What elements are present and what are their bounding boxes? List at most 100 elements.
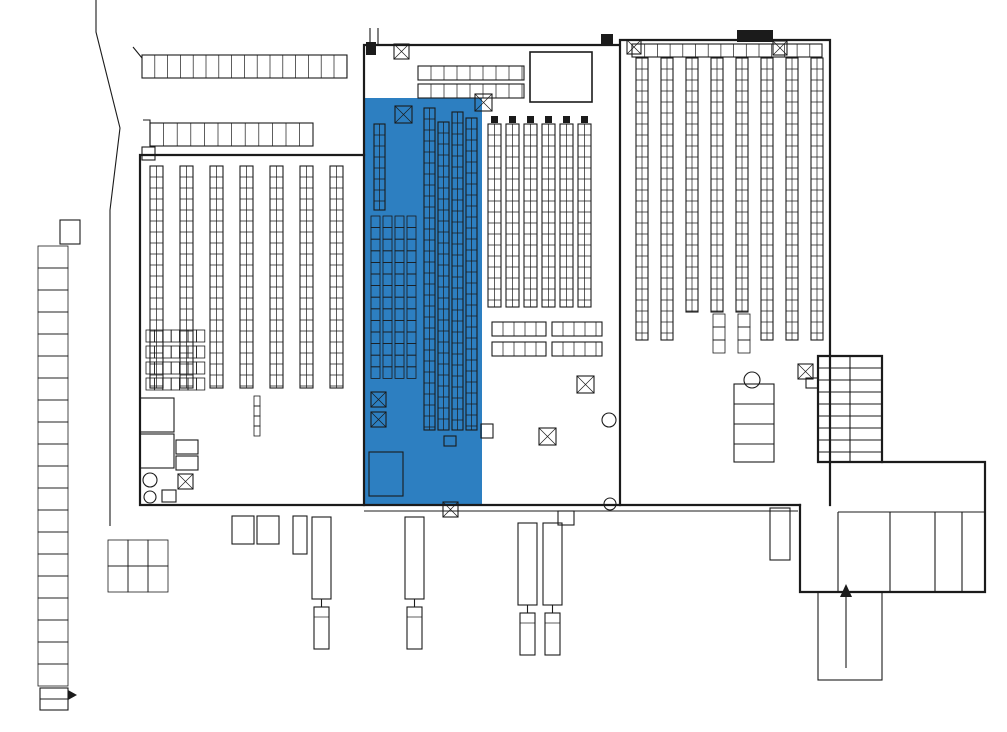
storage-rack xyxy=(179,165,194,389)
storage-rack xyxy=(141,54,348,79)
storage-rack xyxy=(551,341,603,357)
storage-rack xyxy=(417,65,525,81)
cell-grid xyxy=(253,395,261,437)
solid-fixtures xyxy=(366,30,773,123)
site-boundary-line xyxy=(95,0,121,526)
solid-block-icon xyxy=(366,42,376,55)
circle-fixture-icon xyxy=(601,412,617,428)
cell-grid xyxy=(737,313,751,354)
crossed-box-icon xyxy=(797,363,814,380)
storage-rack xyxy=(299,165,314,389)
top-plant-room xyxy=(529,51,593,103)
storage-racks-vertical xyxy=(149,57,824,431)
small-cabinet xyxy=(443,435,457,447)
gatehouse xyxy=(39,687,69,711)
office-partitions xyxy=(837,511,985,592)
storage-rack xyxy=(577,123,592,308)
dock-door xyxy=(231,515,255,545)
solid-block-icon xyxy=(491,116,498,123)
storage-rack xyxy=(635,57,649,341)
crossed-box-icon xyxy=(370,411,387,428)
cell-grid xyxy=(406,215,417,379)
storage-rack xyxy=(505,123,520,308)
small-room xyxy=(480,423,494,439)
storage-rack xyxy=(660,57,674,341)
utility-room xyxy=(139,433,175,469)
dock-bay-right xyxy=(769,507,791,561)
storage-rack xyxy=(491,341,547,357)
storage-rack xyxy=(487,123,502,308)
cell-grid xyxy=(394,215,405,379)
circle-symbols xyxy=(142,371,761,511)
crossed-box-icon xyxy=(772,40,788,56)
cell-grid xyxy=(712,313,726,354)
storage-rack xyxy=(149,165,164,389)
truck xyxy=(404,516,425,650)
storage-rack xyxy=(541,123,556,308)
storage-rack xyxy=(631,43,823,58)
ramp xyxy=(817,591,883,681)
room-block-right xyxy=(733,383,775,463)
room-dividers-right xyxy=(734,403,774,445)
crossed-box-icon xyxy=(394,105,413,124)
stair-treads xyxy=(818,367,882,453)
corner-block xyxy=(141,146,156,161)
storage-rack xyxy=(373,123,386,211)
solid-block-icon xyxy=(581,116,588,123)
cell-grid xyxy=(37,245,69,687)
crossed-box-symbols xyxy=(177,39,814,518)
storage-rack xyxy=(269,165,284,389)
storage-rack xyxy=(551,321,603,337)
trucks xyxy=(311,516,563,656)
solid-block-icon xyxy=(545,116,552,123)
gate-marker-icon xyxy=(68,690,77,700)
equipment-cabinet xyxy=(175,439,199,455)
walls xyxy=(138,38,987,594)
storage-rack xyxy=(685,57,699,313)
storage-rack xyxy=(149,122,314,147)
truck xyxy=(517,522,538,656)
storage-rack xyxy=(239,165,254,389)
fixtures xyxy=(37,30,882,687)
storage-rack xyxy=(710,57,724,313)
crossed-box-icon xyxy=(576,375,595,394)
circle-fixture-icon xyxy=(143,490,157,504)
crossed-box-icon xyxy=(474,93,493,112)
highlighted-zone-fill[interactable] xyxy=(364,98,482,504)
storage-rack xyxy=(437,121,450,431)
storage-rack xyxy=(209,165,224,389)
crossed-box-icon xyxy=(538,427,557,446)
ramp-arrow-head-icon xyxy=(840,584,852,597)
storage-rack xyxy=(451,111,464,431)
storage-rack xyxy=(760,57,774,341)
crossed-box-icon xyxy=(626,39,642,55)
circle-fixture-icon xyxy=(603,497,617,511)
annex-walls xyxy=(798,460,987,594)
cell-grid xyxy=(145,345,206,359)
storage-racks-horizontal xyxy=(141,43,823,357)
misc-ticks xyxy=(40,28,379,700)
crossed-box-icon xyxy=(442,501,459,518)
storage-rack xyxy=(523,123,538,308)
middle-hall-walls xyxy=(362,40,622,507)
storage-rack xyxy=(417,83,525,99)
parking-hut xyxy=(59,219,81,245)
zone-office xyxy=(368,451,404,497)
storage-rack xyxy=(810,57,824,341)
cell-grid xyxy=(145,361,206,375)
utility-room xyxy=(139,397,175,433)
solid-block-icon xyxy=(737,30,773,42)
storage-rack xyxy=(785,57,799,341)
solid-block-icon xyxy=(563,116,570,123)
solid-block-icon xyxy=(509,116,516,123)
storage-rack xyxy=(329,165,344,389)
crossed-box-icon xyxy=(393,43,410,60)
crossed-box-icon xyxy=(177,473,194,490)
storage-rack xyxy=(423,107,436,431)
truck xyxy=(311,516,332,650)
circle-fixture-icon xyxy=(743,371,761,389)
stairwell-walls xyxy=(816,354,884,464)
storage-rack xyxy=(491,321,547,337)
